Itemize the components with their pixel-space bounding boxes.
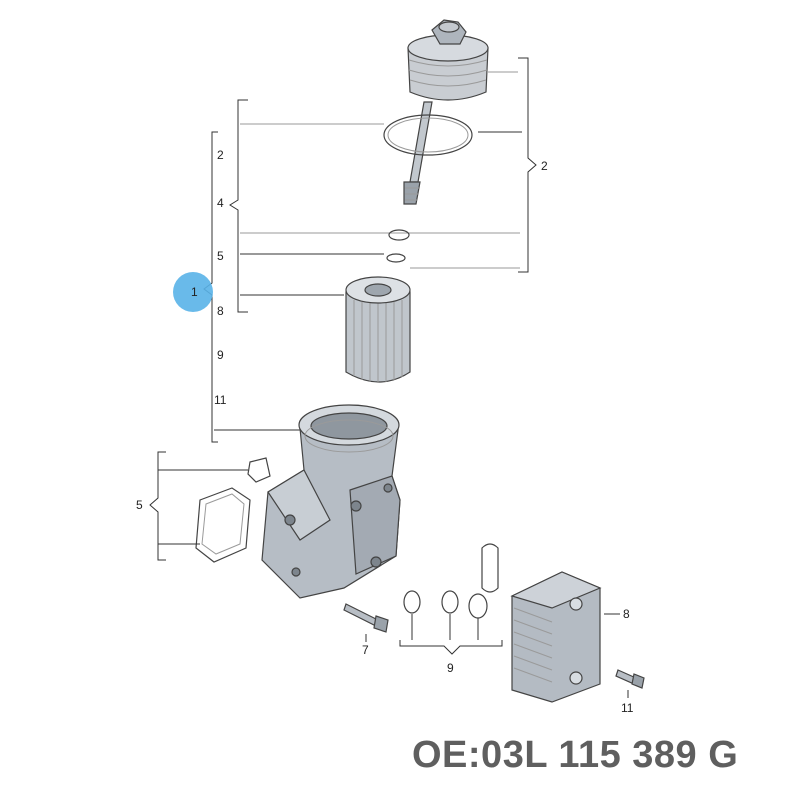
callout-label: 4 <box>217 196 224 210</box>
gasket-bracket <box>149 451 248 561</box>
gasket-small <box>247 457 271 483</box>
callout-label: 2 <box>217 148 224 162</box>
callout-label: 2 <box>541 159 548 173</box>
right-bracket <box>410 57 537 273</box>
o-ring-9b <box>441 590 459 614</box>
bolt-housing <box>343 603 389 642</box>
o-ring-large <box>383 114 473 156</box>
callout-label: 8 <box>623 607 630 621</box>
oval-seal <box>481 543 499 593</box>
callout-label: 7 <box>362 643 369 657</box>
oil-cooler <box>510 571 620 703</box>
callout-label: 5 <box>136 498 143 512</box>
callout-label: 11 <box>621 701 634 715</box>
filter-rod <box>403 101 433 205</box>
filter-cap <box>407 19 489 101</box>
callout-label: 5 <box>217 249 224 263</box>
oe-part-number: OE:03L 115 389 G <box>412 734 739 776</box>
callout-label: 11 <box>214 393 227 407</box>
bolt-cooler <box>615 669 645 698</box>
left-bracket <box>203 99 248 443</box>
o-ring-9a <box>403 590 421 614</box>
callout-label: 9 <box>217 348 224 362</box>
leader-lines <box>214 123 520 431</box>
o-ring-bracket <box>399 614 503 655</box>
seal-small-lower <box>386 253 406 263</box>
filter-element <box>345 276 411 383</box>
callout-highlight <box>173 272 213 312</box>
callout-label: 1 <box>191 285 198 299</box>
o-ring-9c <box>468 593 488 619</box>
callout-label: 8 <box>217 304 224 318</box>
seal-small-upper <box>388 229 410 241</box>
callout-label: 9 <box>447 661 454 675</box>
filter-housing <box>261 404 401 599</box>
gasket-plate <box>195 487 251 563</box>
